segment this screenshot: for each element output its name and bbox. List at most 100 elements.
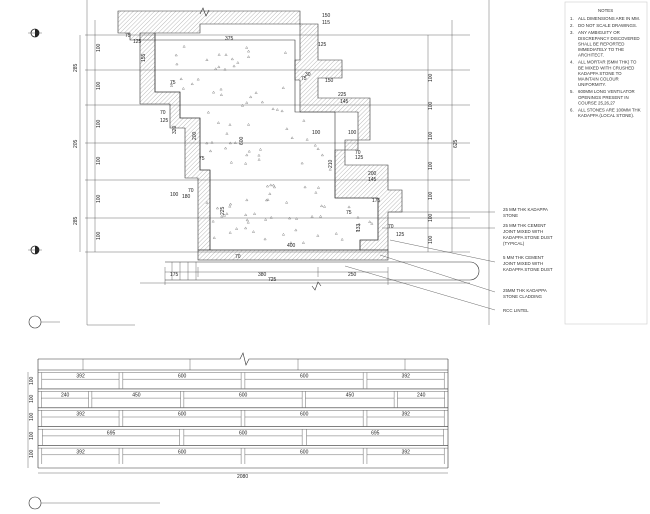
dim-text: 100: [96, 81, 102, 90]
elevation-dim-text: 392: [76, 449, 85, 455]
elevation-dim-text: 450: [346, 393, 355, 399]
dim-text: 225: [220, 206, 226, 215]
elevation-top-edge: [38, 352, 448, 366]
dim-text: 70: [235, 254, 241, 260]
elevation-dim-text: 600: [239, 393, 248, 399]
plan-view: 75 125 375 150 115 125 285 205 285 100 1…: [28, 7, 554, 329]
note-item: 1.ALL DIMENSIONS ARE IN MM.: [570, 16, 640, 21]
dim-text: 600: [239, 136, 245, 145]
dim-text: 145: [368, 177, 377, 183]
dim-text: 125: [355, 155, 364, 161]
elevation-dim-text: 392: [402, 412, 411, 418]
dim-text: 75: [301, 76, 307, 82]
dim-text: 205: [73, 139, 79, 148]
dim-text: 100: [428, 101, 434, 110]
dim-text: 100: [96, 231, 102, 240]
plan-core-outline: [154, 39, 379, 251]
dim-text: 625: [453, 139, 459, 148]
dim-text: 285: [73, 216, 79, 225]
dim-text: 100: [96, 43, 102, 52]
elevation-dim-text: 392: [402, 449, 411, 455]
dim-text: 200: [368, 171, 377, 177]
dim-text: 70: [355, 150, 361, 156]
elevation-courses: 392 600 600 392 240 450 600 450 240 392 600 600 392 6…: [38, 369, 448, 469]
dim-text: 225: [338, 92, 347, 98]
annotation-cement-joint: 25 MM THK CEMENT JOINT MIXED WITH KADAPP…: [503, 223, 554, 246]
dim-text: 125: [133, 39, 142, 45]
dim-text: 115: [322, 20, 330, 26]
dim-text: 2080: [237, 474, 248, 480]
dim-text: 285: [73, 63, 79, 72]
dim-text: 70: [388, 224, 394, 230]
dim-text: 250: [348, 272, 357, 278]
elevation-view: 392 600 600 392 240 450 600 450 240 392 600 600 392 6…: [27, 352, 449, 510]
dim-text: 100: [428, 73, 434, 82]
dim-text: 100: [428, 161, 434, 170]
dim-text: 100: [29, 449, 35, 458]
view-label-elevation: [28, 496, 160, 510]
dim-text: 75: [125, 33, 131, 39]
dim-text: 145: [340, 99, 349, 105]
section-marker-top-icon: [28, 28, 42, 38]
dim-text: 100: [428, 213, 434, 222]
plan-left-dimension-lines: [79, 20, 96, 252]
break-mark: [199, 7, 210, 17]
dim-text: 133: [356, 223, 362, 232]
notes-panel: NOTES 1.ALL DIMENSIONS ARE IN MM. 2.DO NO…: [564, 1, 648, 325]
dim-text: 100: [96, 119, 102, 128]
elevation-dim-text: 600: [178, 374, 187, 380]
elevation-dim-text: 695: [371, 430, 380, 436]
dim-text: 100: [170, 192, 179, 198]
annotation-rcc-lintel: RCC LINTEL: [503, 308, 529, 313]
dim-text: 175: [372, 198, 381, 204]
elevation-dim-text: 392: [76, 374, 85, 380]
dim-text: 725: [268, 277, 277, 283]
dim-text: 75: [170, 80, 176, 86]
dim-text: 210: [328, 159, 334, 168]
dim-text: 100: [29, 394, 35, 403]
elevation-dim-text: 600: [239, 430, 248, 436]
dim-text: 150: [322, 13, 331, 19]
annotation-thin-joint: 5 MM THK CEMENT JOINT MIXED WITH KADAPPA…: [503, 255, 553, 272]
dim-text: 320: [172, 125, 178, 134]
note-item: 2.DO NOT SCALE DRAWINGS.: [570, 23, 637, 28]
elevation-dim-text: 240: [417, 393, 426, 399]
elevation-dim-text: 600: [300, 449, 309, 455]
dim-text: 175: [170, 272, 179, 278]
dim-text: 375: [225, 36, 234, 42]
elevation-dim-text: 600: [178, 412, 187, 418]
dim-text: 125: [396, 232, 405, 238]
elevation-dim-text: 240: [61, 393, 70, 399]
notes-title: NOTES: [598, 8, 613, 13]
dim-text: 100: [96, 194, 102, 203]
dim-text: 75: [346, 210, 352, 216]
dim-text: 100: [312, 130, 321, 136]
dim-text: 30: [305, 72, 311, 78]
annotation-stone-cladding: 25MM THK KADAPPA STONE CLADDING: [503, 288, 548, 299]
dim-text: 125: [160, 118, 169, 124]
annotation-kadappa-stone: 25 MM THK KADAPPA STONE: [503, 207, 549, 218]
plan-bottom-dimension-lines: [140, 267, 470, 291]
section-marker-bottom-icon: [28, 245, 42, 255]
plan-wall-left: [139, 32, 211, 251]
dim-text: 100: [428, 191, 434, 200]
elevation-dim-text: 600: [178, 449, 187, 455]
elevation-dim-text: 450: [132, 393, 141, 399]
dim-text: 70: [188, 188, 194, 194]
concrete-fill: [169, 44, 374, 244]
elevation-dim-text: 600: [300, 412, 309, 418]
dim-text: 100: [428, 235, 434, 244]
elevation-dim-text: 392: [76, 412, 85, 418]
plan-wall-bottom: [197, 249, 389, 261]
dim-text: 100: [29, 412, 35, 421]
plan-wall-right: [294, 23, 403, 251]
dim-text: 125: [318, 42, 327, 48]
elevation-dim-text: 600: [300, 374, 309, 380]
dim-text: 200: [192, 131, 198, 140]
dim-text: 75: [199, 156, 205, 162]
